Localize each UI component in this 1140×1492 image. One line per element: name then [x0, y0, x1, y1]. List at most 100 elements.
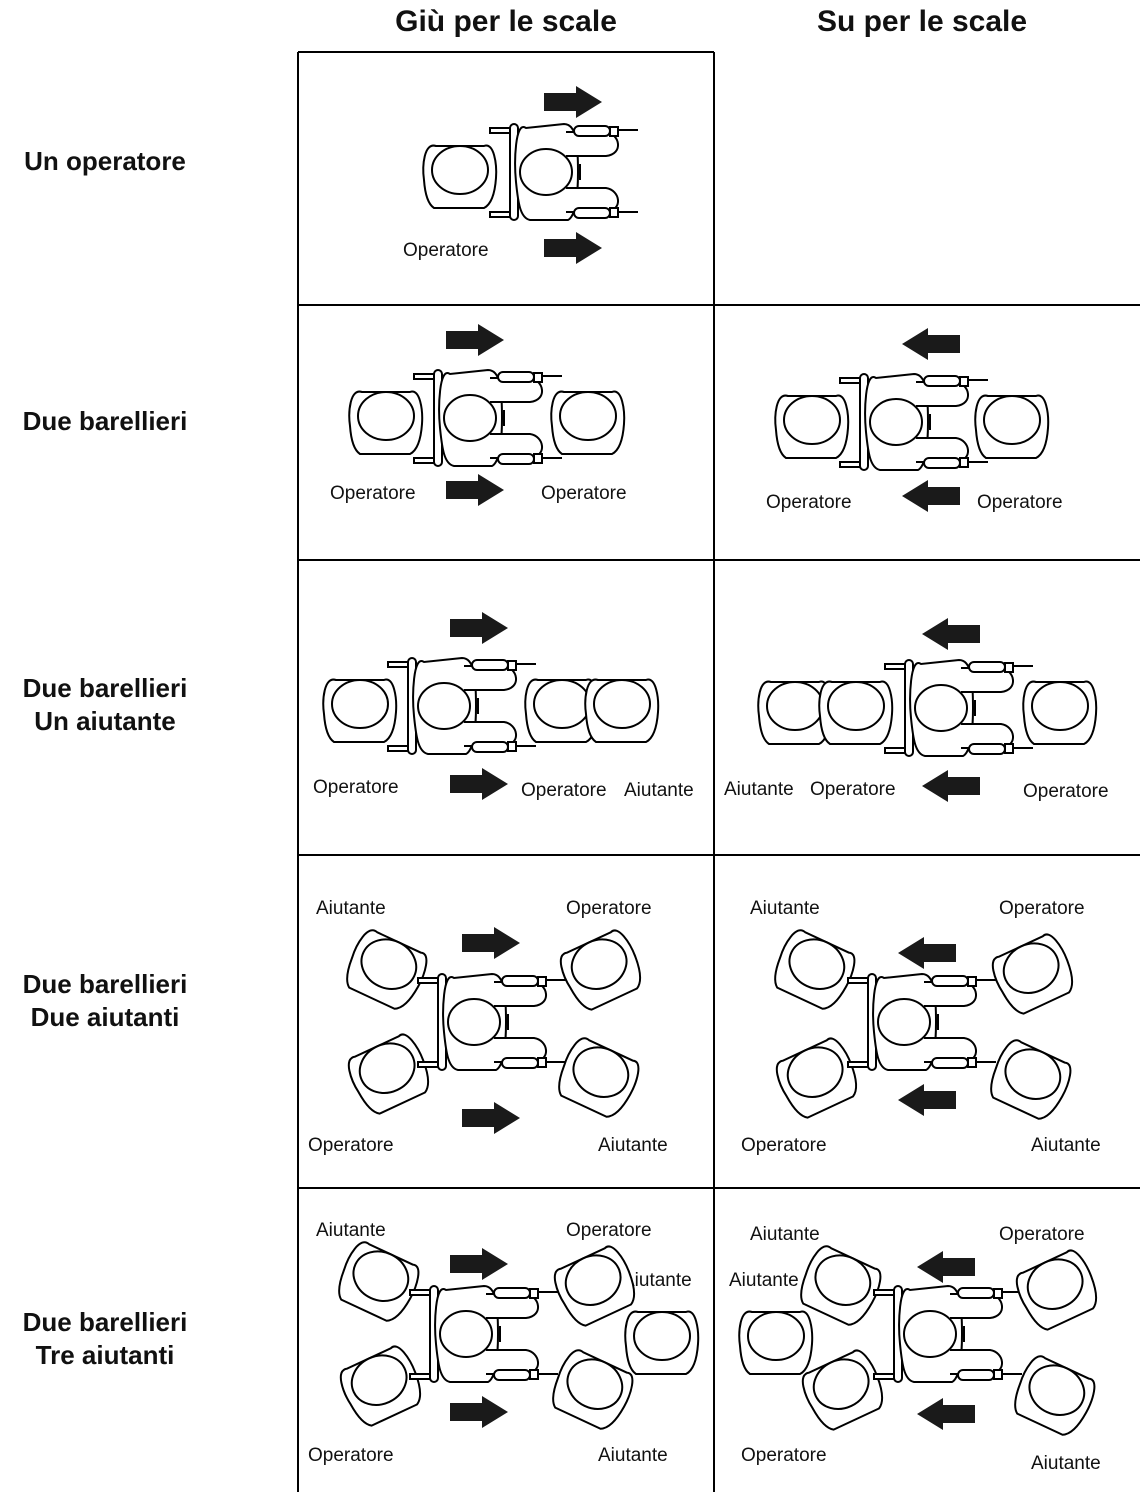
- operator-figure: [774, 394, 850, 459]
- direction-arrow-icon: [462, 927, 520, 959]
- direction-arrow-icon: [446, 474, 504, 506]
- stair-chair-figure: [873, 1285, 1023, 1383]
- label-operator: Operatore: [521, 780, 607, 801]
- row-heading-2: Due barellieri: [0, 405, 210, 438]
- label-operator: Operatore: [313, 777, 399, 798]
- operator-figure: [322, 678, 398, 743]
- label-operator: Operatore: [308, 1445, 394, 1466]
- cell-r5-up: Aiutante Operatore Aiutante Operatore Ai…: [729, 1224, 1106, 1474]
- label-helper: Aiutante: [750, 898, 820, 919]
- stair-chair-figure: [884, 659, 1034, 757]
- operator-figure: [554, 925, 650, 1016]
- cell-r1-down: Operatore: [403, 86, 639, 264]
- direction-arrow-icon: [917, 1251, 975, 1283]
- label-operator: Operatore: [541, 483, 627, 504]
- direction-arrow-icon: [898, 937, 956, 969]
- stair-chair-figure: [847, 973, 997, 1071]
- label-operator: Operatore: [330, 483, 416, 504]
- label-helper: Aiutante: [598, 1445, 668, 1466]
- stair-chair-figure: [409, 1285, 559, 1383]
- direction-arrow-icon: [446, 324, 504, 356]
- direction-arrow-icon: [450, 1248, 508, 1280]
- operator-figure: [974, 394, 1050, 459]
- label-helper: Aiutante: [316, 1220, 386, 1241]
- label-operator: Operatore: [999, 1224, 1085, 1245]
- cell-r3-up: Aiutante Operatore Operatore: [724, 618, 1109, 802]
- row-heading-4-line-1: Due barellieri: [22, 969, 188, 999]
- label-operator: Operatore: [308, 1135, 394, 1156]
- operator-figure: [334, 1341, 430, 1432]
- direction-arrow-icon: [922, 770, 980, 802]
- label-operator: Operatore: [810, 779, 896, 800]
- label-helper: Aiutante: [624, 780, 694, 801]
- direction-arrow-icon: [450, 1396, 508, 1428]
- label-helper: Aiutante: [598, 1135, 668, 1156]
- label-helper: Aiutante: [316, 898, 386, 919]
- direction-arrow-icon: [450, 768, 508, 800]
- cell-r3-down: Operatore Operatore Aiutante: [313, 612, 694, 801]
- operator-figure: [986, 929, 1082, 1020]
- operator-figure: [550, 390, 626, 455]
- stair-chair-figure: [839, 373, 989, 471]
- cell-r5-down: Aiutante Operatore Aiutante Operatore Ai…: [308, 1220, 700, 1466]
- stair-chair-figure: [489, 123, 639, 221]
- cell-r2-up: Operatore Operatore: [766, 328, 1063, 513]
- operator-figure: [342, 1029, 438, 1120]
- label-helper: Aiutante: [724, 779, 794, 800]
- row-heading-5: Due barellieri Tre aiutanti: [0, 1306, 210, 1372]
- direction-arrow-icon: [544, 86, 602, 118]
- direction-arrow-icon: [462, 1102, 520, 1134]
- column-heading-down: Giù per le scale: [395, 5, 617, 38]
- column-heading-up: Su per le scale: [816, 5, 1028, 38]
- label-helper: Aiutante: [622, 1270, 692, 1291]
- helper-figure: [338, 925, 433, 1015]
- helper-figure: [330, 1237, 425, 1327]
- helper-figure: [584, 678, 660, 743]
- direction-arrow-icon: [902, 480, 960, 512]
- label-operator: Operatore: [741, 1445, 827, 1466]
- helper-figure: [544, 1345, 639, 1435]
- operator-figure: [1022, 680, 1098, 745]
- label-operator: Operatore: [999, 898, 1085, 919]
- row-heading-1: Un operatore: [0, 145, 210, 178]
- label-helper: Aiutante: [1031, 1453, 1101, 1474]
- helper-figure: [982, 1035, 1077, 1125]
- cell-r4-down: Aiutante Operatore Operatore Aiutante: [308, 898, 668, 1156]
- stair-chair-figure: [417, 973, 567, 1071]
- operator-figure: [796, 1345, 892, 1436]
- operator-figure: [818, 680, 894, 745]
- label-operator: Operatore: [977, 492, 1063, 513]
- label-operator: Operatore: [766, 492, 852, 513]
- operator-figure: [770, 1033, 866, 1124]
- label-operator: Operatore: [1023, 781, 1109, 802]
- label-helper: Aiutante: [729, 1270, 799, 1291]
- operator-figure: [1010, 1245, 1106, 1336]
- direction-arrow-icon: [544, 232, 602, 264]
- label-operator: Operatore: [403, 240, 489, 261]
- helper-figure: [1006, 1351, 1101, 1441]
- operator-figure: [348, 390, 424, 455]
- cell-r2-down: Operatore Operatore: [330, 324, 627, 506]
- helper-figure: [738, 1310, 814, 1375]
- direction-arrow-icon: [902, 328, 960, 360]
- row-heading-3-line-2: Un aiutante: [34, 706, 176, 736]
- row-heading-1-line-1: Un operatore: [24, 146, 186, 176]
- label-operator: Operatore: [566, 1220, 652, 1241]
- row-heading-5-line-1: Due barellieri: [22, 1307, 188, 1337]
- label-helper: Aiutante: [750, 1224, 820, 1245]
- label-operator: Operatore: [566, 898, 652, 919]
- cell-r4-up: Aiutante Operatore Operatore Aiutante: [741, 898, 1101, 1156]
- table-grid: [297, 51, 1140, 1492]
- label-helper: Aiutante: [1031, 1135, 1101, 1156]
- direction-arrow-icon: [917, 1398, 975, 1430]
- row-heading-4-line-2: Due aiutanti: [30, 1002, 180, 1032]
- row-heading-2-line-1: Due barellieri: [22, 406, 188, 436]
- row-heading-3-line-1: Due barellieri: [22, 673, 188, 703]
- label-operator: Operatore: [741, 1135, 827, 1156]
- operator-figure: [422, 144, 498, 209]
- helper-figure: [766, 925, 861, 1015]
- row-heading-5-line-2: Tre aiutanti: [35, 1340, 175, 1370]
- direction-arrow-icon: [450, 612, 508, 644]
- stair-chair-figure: [413, 369, 563, 467]
